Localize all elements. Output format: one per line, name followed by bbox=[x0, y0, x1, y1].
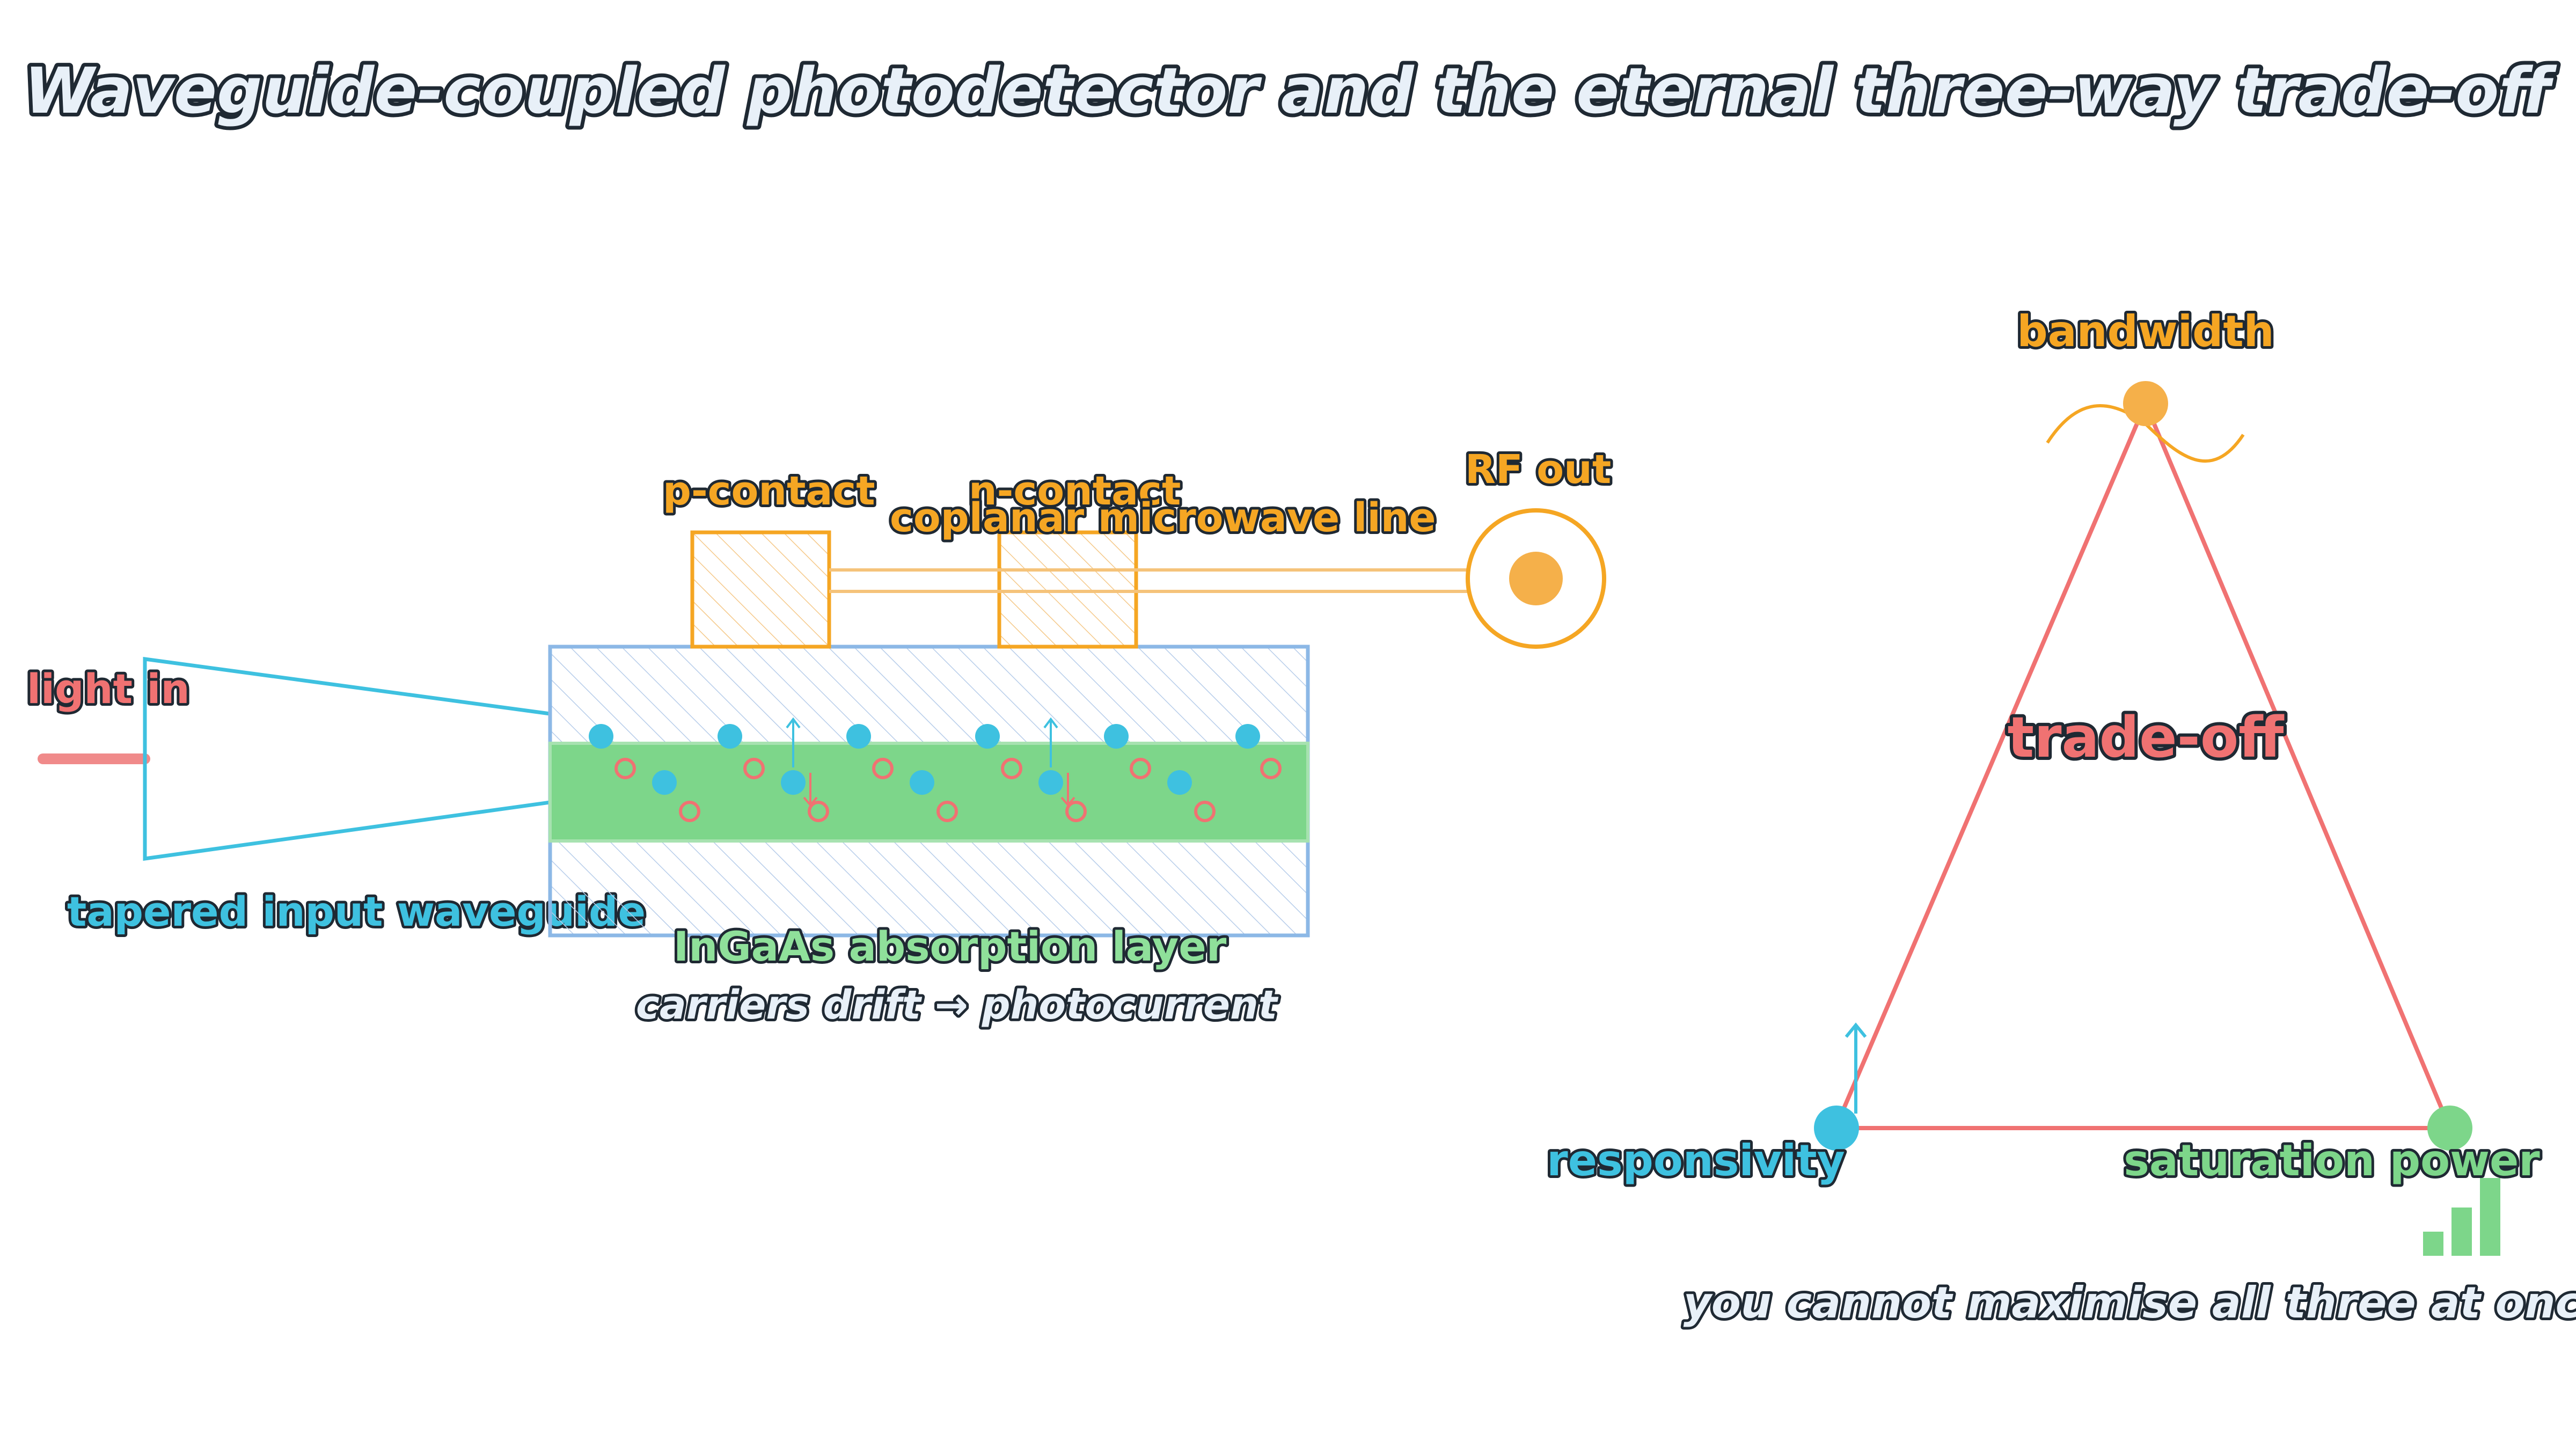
coplanar-microwave-line bbox=[829, 568, 1468, 593]
n-contact-pad bbox=[997, 530, 1138, 649]
hole-ring bbox=[872, 758, 894, 779]
hole-ring bbox=[936, 801, 958, 822]
electron-dot bbox=[1038, 770, 1063, 795]
cpw-label: coplanar microwave line bbox=[890, 495, 1436, 541]
bar-growth-icon bbox=[2423, 1178, 2500, 1256]
electrons bbox=[589, 724, 1260, 795]
page-title: Waveguide-coupled photodetector and the … bbox=[24, 54, 2557, 128]
n-contact-label: n-contact bbox=[969, 468, 1181, 514]
electron-dot bbox=[910, 770, 934, 795]
tradeoff-footnote: you cannot maximise all three at once bbox=[1684, 1278, 2576, 1328]
hole-ring bbox=[1001, 758, 1022, 779]
electron-dot bbox=[1167, 770, 1192, 795]
drift-arrows bbox=[786, 717, 1075, 807]
rf-out-label: RF out bbox=[1465, 447, 1611, 493]
electron-dot bbox=[975, 724, 1000, 749]
electron-dot bbox=[589, 724, 613, 749]
hole-ring bbox=[808, 801, 829, 822]
hole-ring bbox=[1130, 758, 1151, 779]
hole-ring bbox=[1260, 758, 1282, 779]
saturation-power-label: saturation power bbox=[2124, 1136, 2540, 1185]
holes bbox=[614, 758, 1282, 822]
hole-ring bbox=[1065, 801, 1087, 822]
electron-drift-arrow bbox=[1043, 717, 1058, 767]
responsivity-label: responsivity bbox=[1547, 1136, 1845, 1185]
rf-connector-icon bbox=[1466, 508, 1606, 649]
responsivity-vertex bbox=[1814, 1106, 1859, 1151]
electron-dot bbox=[846, 724, 871, 749]
p-contact-pad bbox=[690, 530, 831, 649]
tradeoff-center-label: trade-off bbox=[2007, 705, 2285, 770]
absorber-label: InGaAs absorption layer bbox=[674, 923, 1227, 970]
electron-dot bbox=[718, 724, 742, 749]
tapered-input-waveguide bbox=[143, 656, 552, 861]
tradeoff-triangle-group: bandwidth responsivity saturation power … bbox=[1544, 304, 2576, 1330]
hole-ring bbox=[679, 801, 700, 822]
hole-ring bbox=[614, 758, 636, 779]
photodetector-device: light in tapered input waveguide bbox=[24, 444, 1614, 1031]
electron-drift-arrow bbox=[786, 717, 801, 767]
electron-dot bbox=[781, 770, 806, 795]
electron-dot bbox=[1235, 724, 1260, 749]
hole-drift-arrow bbox=[803, 773, 818, 807]
electron-dot bbox=[1104, 724, 1129, 749]
tradeoff-triangle bbox=[1833, 401, 2452, 1130]
hole-ring bbox=[743, 758, 765, 779]
saturation-power-vertex bbox=[2427, 1106, 2472, 1151]
hole-ring bbox=[1194, 801, 1216, 822]
p-contact-label: p-contact bbox=[663, 468, 875, 514]
light-in-label: light in bbox=[27, 665, 190, 713]
hole-drift-arrow bbox=[1060, 773, 1075, 807]
electron-dot bbox=[652, 770, 677, 795]
carrier-note: carriers drift → photocurrent bbox=[636, 982, 1279, 1028]
bandwidth-vertex bbox=[2123, 381, 2168, 426]
up-arrow-icon bbox=[1845, 1022, 1867, 1114]
bandwidth-label: bandwidth bbox=[2017, 306, 2274, 356]
